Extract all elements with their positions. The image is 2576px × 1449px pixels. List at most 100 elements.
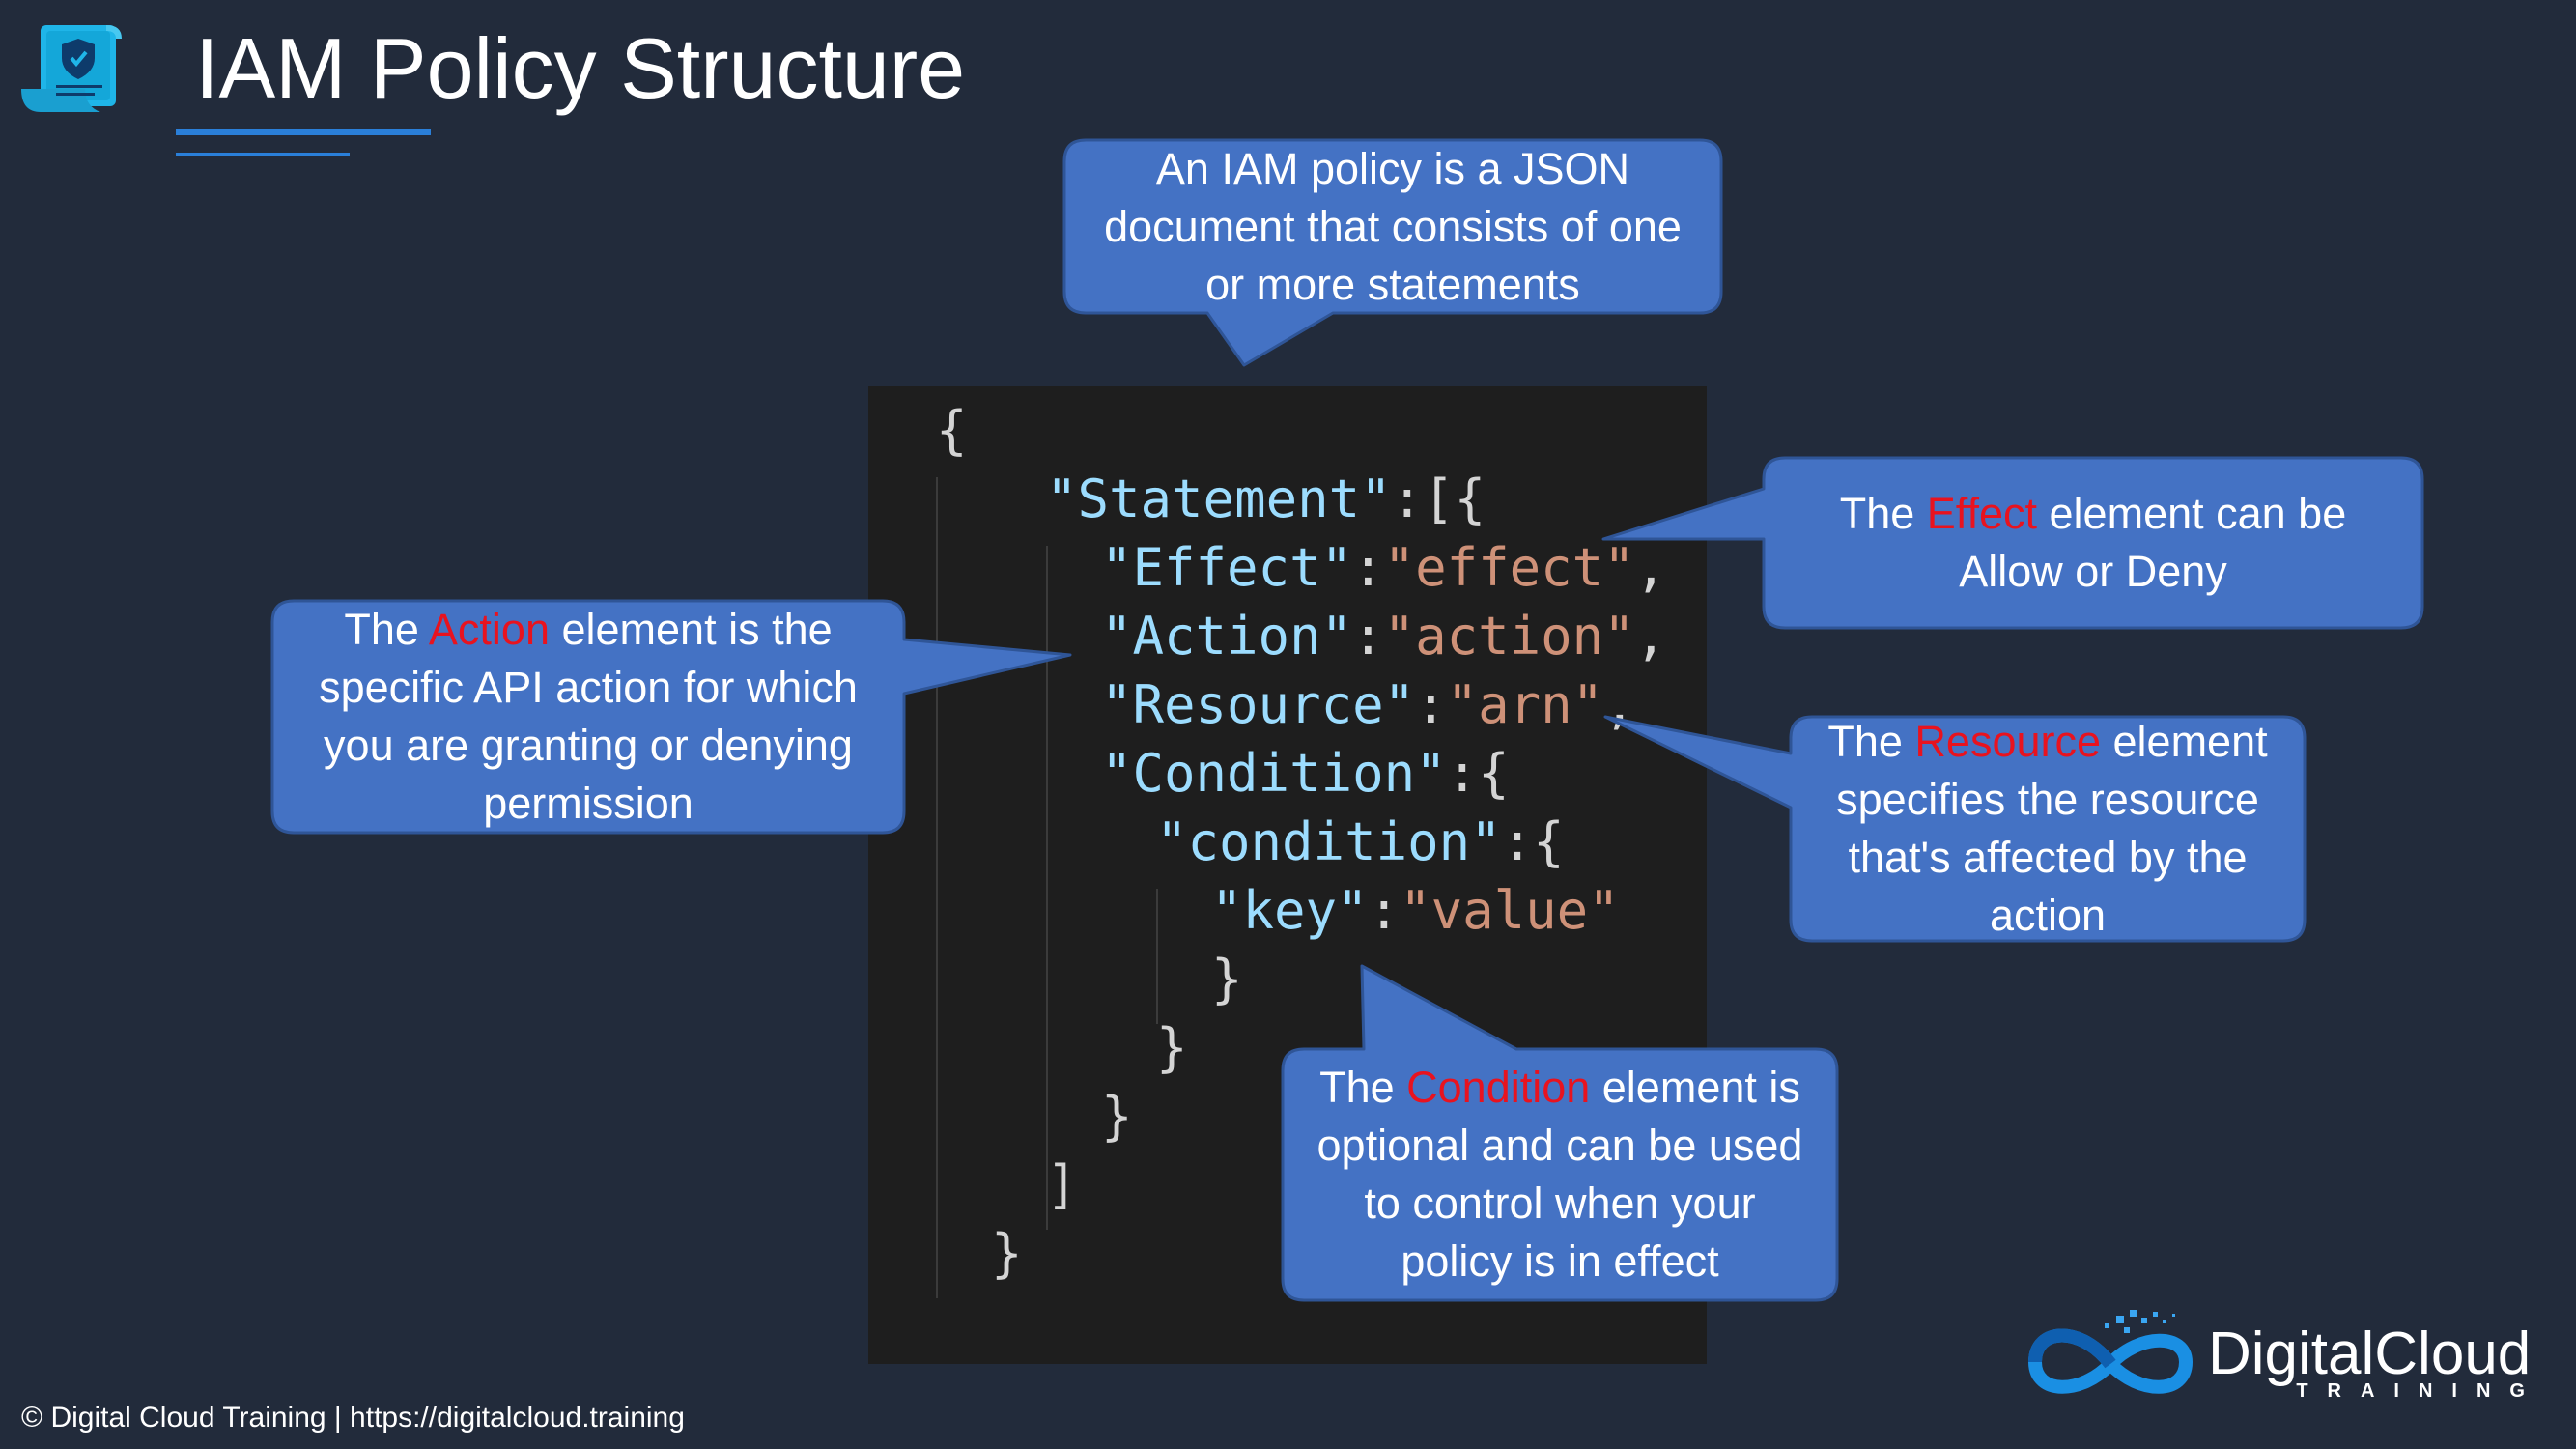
json-key: "Effect" [1101,537,1353,598]
json-punctuation: : [1352,537,1384,598]
brand-name: DigitalCloud [2208,1321,2532,1387]
callout-line: An IAM policy is a JSON [1104,140,1682,198]
callout-highlight: Action [428,605,550,654]
callout-text-span: that's affected by the [1848,833,2248,882]
json-punctuation: : [1415,674,1447,735]
callout-line: The Action element is the [319,601,858,659]
callout-text-span: to control when your [1364,1179,1756,1228]
json-punctuation: } [1156,1017,1188,1078]
callout-text-span: The [344,605,429,654]
indent-guide [1046,546,1048,1230]
callout-line: The Effect element can be [1840,485,2347,543]
json-punctuation: { [936,400,968,461]
json-value: "arn" [1446,674,1604,735]
json-value: "action" [1383,606,1635,667]
callout-line: or more statements [1104,256,1682,314]
callout-text-span: action [1989,891,2107,940]
copyright-text: © Digital Cloud Training | https://digit… [21,1402,685,1434]
json-punctuation: ] [1046,1154,1078,1215]
callout-text-span: element can be [2037,489,2347,538]
callout-text-span: Allow or Deny [1959,547,2227,596]
json-key: "Action" [1101,606,1353,667]
callout-text-span: optional and can be used [1316,1121,1803,1170]
resource-callout-text: The Resource element specifies the resour… [1791,717,2305,941]
json-punctuation: : [1368,880,1401,941]
indent-guide [936,477,938,1298]
json-punctuation: } [1211,949,1243,1009]
json-punctuation: } [991,1223,1023,1284]
json-punctuation: :{ [1446,743,1510,804]
action-callout-bubble [270,599,1072,835]
callout-highlight: Condition [1406,1063,1591,1112]
json-key: "condition" [1156,811,1502,872]
callout-line: specific API action for which [319,659,858,717]
callout-text-span: you are granting or denying [324,721,853,770]
callout-text-span: element is [1590,1063,1800,1112]
policy-scroll-shield-icon [17,19,126,118]
callout-text-span: An IAM policy is a JSON [1155,143,1630,193]
callout-line: specifies the resource [1827,771,2267,829]
callout-text-span: or more statements [1205,259,1580,309]
top-callout-text: An IAM policy is a JSON document that con… [1064,140,1721,313]
callout-text-span: element is the [549,605,833,654]
json-punctuation: : [1352,606,1384,667]
code-line: } [991,1219,1023,1288]
callout-line: that's affected by the [1827,829,2267,887]
page-title: IAM Policy Structure [195,20,966,116]
code-line: "key":"value" [1211,876,1620,945]
callout-line: action [1827,887,2267,945]
callout-text-span: specifies the resource [1836,775,2259,824]
brand-subtitle: TRAINING [2296,1380,2544,1402]
callout-text-span: specific API action for which [319,663,858,712]
code-line: "condition":{ [1156,808,1565,876]
callout-text-span: The [1839,489,1927,538]
code-line: ] [1046,1151,1078,1219]
callout-line: to control when your [1317,1175,1803,1233]
callout-text-span: policy is in effect [1401,1236,1719,1286]
digitalcloud-infinity-logo-icon [2024,1306,2197,1403]
code-line: } [1211,945,1243,1013]
code-line: } [1156,1013,1188,1082]
json-key: "Statement" [1046,469,1392,529]
json-key: "Resource" [1101,674,1416,735]
effect-callout-bubble [1601,456,2424,630]
title-underline-secondary [176,153,350,156]
code-line: "Statement":[{ [1046,465,1486,533]
callout-line: document that consists of one [1104,198,1682,256]
title-underline [176,129,431,135]
json-punctuation: :{ [1501,811,1565,872]
resource-callout-bubble [1603,715,2307,943]
callout-highlight: Resource [1914,717,2102,766]
json-punctuation: :[{ [1391,469,1486,529]
callout-line: you are granting or denying [319,717,858,775]
callout-text-span: document that consists of one [1104,201,1682,251]
json-punctuation: , [1634,537,1667,598]
code-line: "Action":"action", [1101,602,1666,670]
callout-line: The Condition element is [1317,1059,1803,1117]
condition-callout-bubble [1281,964,1839,1302]
callout-line: Allow or Deny [1840,543,2347,601]
json-value: "value" [1400,880,1620,941]
callout-text-span: permission [483,779,694,828]
code-line: "Resource":"arn", [1101,670,1635,739]
callout-line: The Resource element [1827,713,2267,771]
callout-text-span: The [1827,717,1915,766]
json-punctuation: , [1634,606,1667,667]
code-line: "Condition":{ [1101,739,1510,808]
callout-line: policy is in effect [1317,1233,1803,1291]
code-line: } [1101,1082,1133,1151]
code-line: "Effect":"effect", [1101,533,1666,602]
code-line: { [936,396,968,465]
json-key: "Condition" [1101,743,1447,804]
callout-highlight: Effect [1926,489,2038,538]
indent-guide [1156,889,1158,1024]
json-punctuation: } [1101,1086,1133,1147]
callout-text-span: element [2101,717,2268,766]
callout-text-span: The [1319,1063,1407,1112]
callout-line: permission [319,775,858,833]
top-callout-bubble [1062,138,1723,367]
